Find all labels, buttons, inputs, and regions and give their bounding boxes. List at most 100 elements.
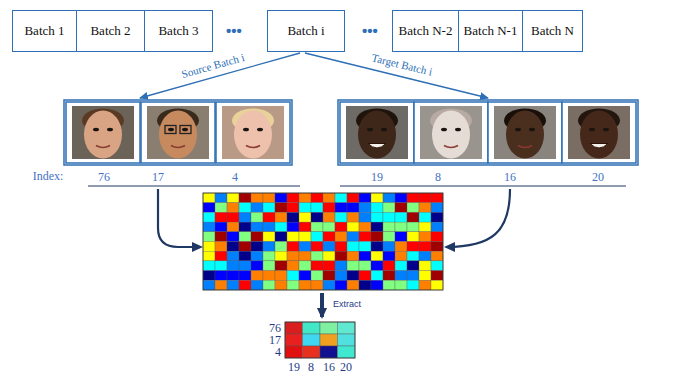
matrix-cell	[239, 271, 251, 281]
face-eye	[529, 128, 535, 132]
index-number: 76	[98, 171, 110, 183]
matrix-cell	[383, 212, 395, 222]
face-frame	[216, 102, 290, 163]
face-eye	[381, 128, 387, 132]
matrix-cell	[347, 222, 359, 232]
matrix-cell	[395, 232, 407, 242]
matrix-cell	[203, 280, 215, 290]
matrix-cell	[347, 212, 359, 222]
matrix-cell	[407, 212, 419, 222]
face-eye	[182, 128, 188, 132]
matrix-cell	[431, 251, 443, 261]
matrix-cell	[299, 261, 311, 271]
matrix-cell	[299, 203, 311, 213]
matrix-cell	[203, 212, 215, 222]
matrix-cell	[275, 203, 287, 213]
matrix-cell	[395, 251, 407, 261]
matrix-cell	[287, 251, 299, 261]
face-mouth	[590, 144, 608, 149]
face-skin	[432, 111, 470, 159]
face-frame	[414, 102, 488, 163]
row-index: 4	[275, 346, 281, 358]
matrix-cell	[383, 222, 395, 232]
batch-label: Batch 1	[24, 23, 64, 39]
matrix-cell	[347, 232, 359, 242]
face-eye	[589, 128, 595, 132]
matrix-cell	[251, 271, 263, 281]
matrix-cell	[383, 203, 395, 213]
matrix-cell	[359, 242, 371, 252]
matrix-cell	[407, 261, 419, 271]
matrix-cell	[263, 232, 275, 242]
matrix-cell	[359, 251, 371, 261]
row-index: 76	[269, 322, 281, 334]
matrix-cell	[287, 212, 299, 222]
face-photo-ground	[568, 106, 630, 159]
batch-box: Batch N-1	[458, 10, 523, 52]
face-eye	[257, 128, 263, 132]
matrix-cell	[359, 261, 371, 271]
batch-label: Batch 3	[158, 23, 198, 39]
index-number: 16	[504, 171, 516, 183]
matrix-cell	[335, 212, 347, 222]
index-number: 8	[435, 171, 441, 183]
matrix-cell	[215, 261, 227, 271]
batch-label: Batch N-1	[464, 23, 518, 39]
index-number: 19	[371, 171, 383, 183]
matrix-cell	[203, 222, 215, 232]
extract-arrow	[320, 293, 324, 317]
face-frame	[66, 102, 140, 163]
face-photo-ground	[494, 106, 556, 159]
column-index: 16	[323, 361, 335, 373]
matrix-cell	[227, 232, 239, 242]
face-eye	[168, 128, 174, 132]
matrix-cell	[303, 334, 321, 346]
matrix-border	[285, 322, 355, 358]
matrix-cell	[335, 193, 347, 203]
matrix-cell	[347, 203, 359, 213]
column-index: 19	[288, 361, 300, 373]
matrix-cell	[215, 251, 227, 261]
batch-label: Batch 2	[90, 23, 130, 39]
face-skin	[358, 111, 396, 159]
target-group-frame	[338, 100, 638, 165]
matrix-cell	[407, 203, 419, 213]
matrix-cell	[215, 242, 227, 252]
face-eye	[367, 128, 373, 132]
matrix-cell	[431, 242, 443, 252]
step-label: Extract	[333, 300, 361, 309]
matrix-cell	[407, 232, 419, 242]
matrix-cell	[335, 261, 347, 271]
matrix-cell	[287, 193, 299, 203]
matrix-cell	[215, 280, 227, 290]
matrix-cell	[431, 271, 443, 281]
matrix-cell	[203, 232, 215, 242]
matrix-cell	[239, 203, 251, 213]
split-arrow	[305, 53, 488, 98]
matrix-cell	[263, 251, 275, 261]
matrix-cell	[323, 203, 335, 213]
matrix-cell	[203, 251, 215, 261]
matrix-cell	[251, 280, 263, 290]
matrix-cell	[431, 280, 443, 290]
matrix-cell	[287, 261, 299, 271]
column-index: 8	[308, 361, 314, 373]
matrix-cell	[299, 212, 311, 222]
index-number: 20	[592, 171, 604, 183]
index-number: 4	[232, 171, 238, 183]
row-index: 17	[269, 334, 281, 346]
matrix-cell	[227, 222, 239, 232]
matrix-cell	[395, 280, 407, 290]
matrix-cell	[371, 251, 383, 261]
matrix-cell	[338, 334, 356, 346]
matrix-cell	[371, 242, 383, 252]
matrix-cell	[203, 261, 215, 271]
matrix-cell	[431, 222, 443, 232]
ellipsis-dots: •••	[362, 23, 378, 38]
face-eye	[93, 128, 99, 132]
face-skin	[580, 111, 618, 159]
matrix-cell	[215, 193, 227, 203]
matrix-cell	[320, 346, 338, 358]
matrix-cell	[263, 271, 275, 281]
